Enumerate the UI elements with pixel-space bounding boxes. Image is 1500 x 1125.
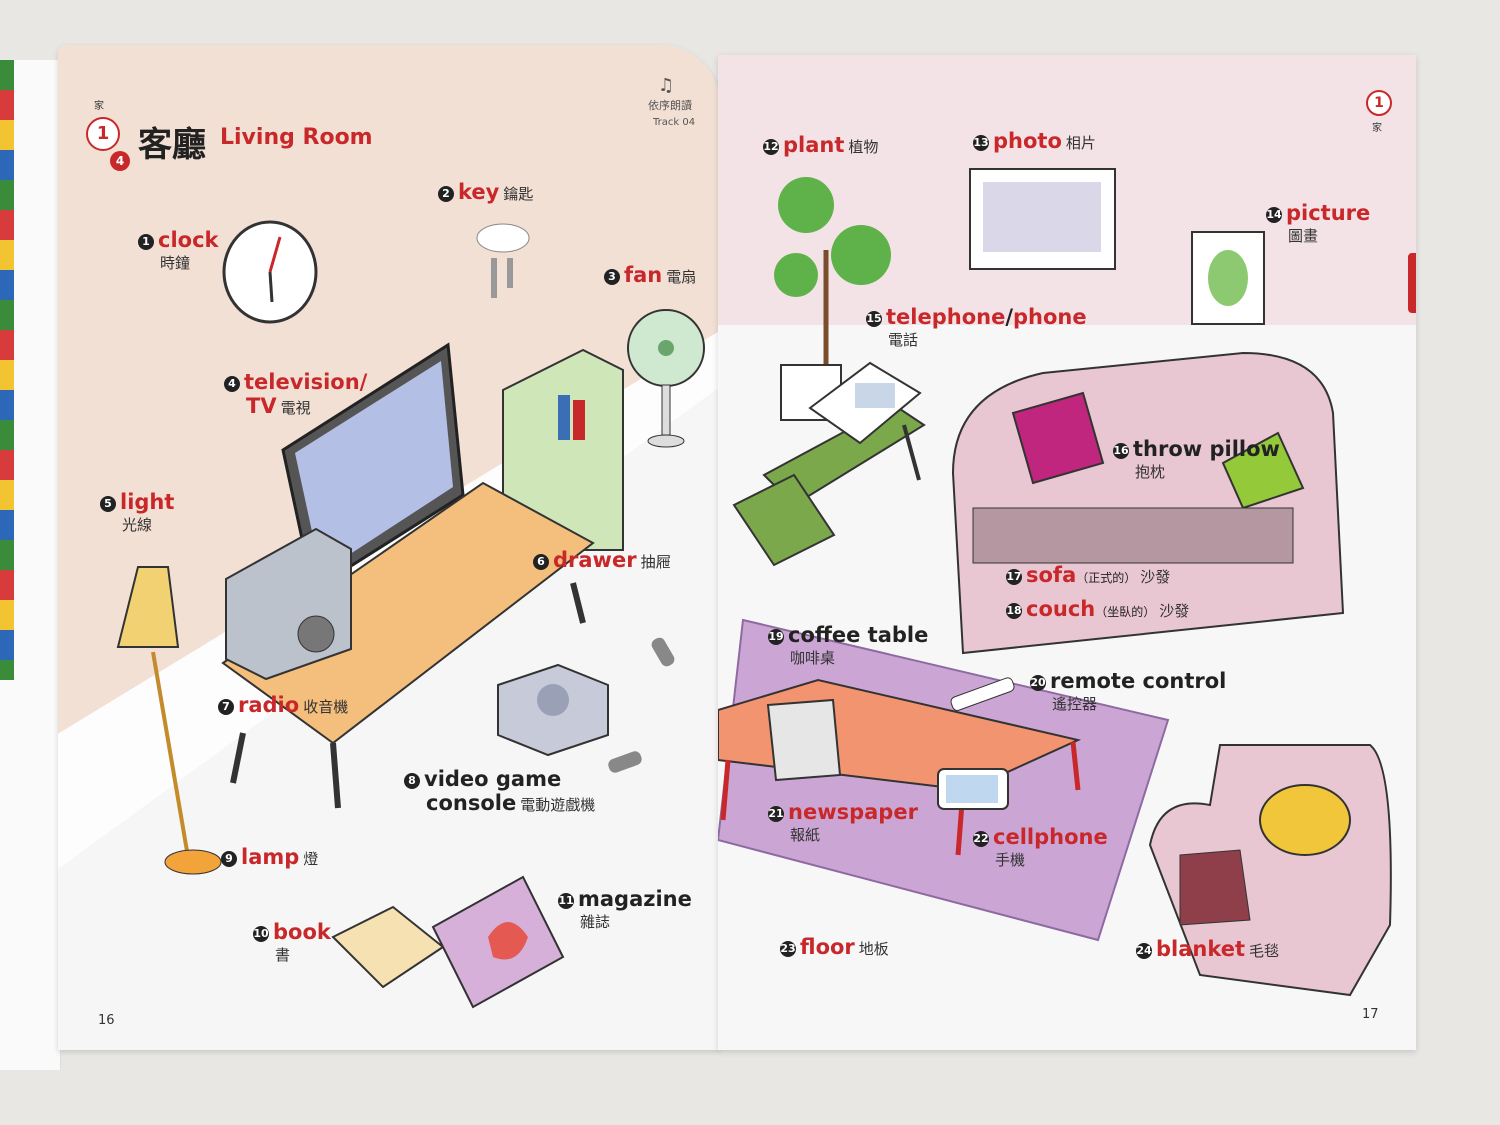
lamp-illustration: [116, 566, 222, 875]
photo-illustration: [969, 168, 1116, 270]
section-number-badge: 4: [110, 151, 130, 171]
page-number-left: 16: [98, 1013, 115, 1028]
page-title-zh: 客廳: [138, 125, 206, 165]
chapter-number-badge-right: 1: [1366, 90, 1392, 116]
armchair-illustration: [1148, 744, 1392, 997]
chapter-tab: [1408, 253, 1416, 313]
plant-illustration: [774, 177, 891, 421]
book-cover-strip: [0, 60, 14, 680]
fan-illustration: [627, 309, 705, 448]
chapter-label: 家: [94, 101, 104, 112]
remote-control-illustration: [950, 677, 1015, 711]
key-illustration: [476, 223, 530, 298]
sofa-illustration: [951, 351, 1345, 655]
magazine-illustration: [431, 875, 565, 1009]
chapter-label-right: 家: [1372, 123, 1382, 134]
adjacent-books: [0, 60, 61, 1070]
audio-label: 依序朗讀: [648, 99, 692, 112]
bookshelf-illustration: [502, 348, 624, 551]
page-number-right: 17: [1362, 1007, 1379, 1022]
tv-stand-illustration: [221, 481, 595, 809]
page-title-en: Living Room: [220, 125, 373, 150]
telephone-illustration: [808, 361, 922, 445]
music-note-icon: ♫: [658, 75, 675, 96]
picture-illustration: [1191, 231, 1265, 325]
radio-illustration: [225, 527, 352, 681]
clock-illustration: [222, 220, 318, 324]
right-page: 1 家: [718, 55, 1416, 1050]
cellphone-illustration: [937, 768, 1009, 810]
left-page: 家 1 4 客廳 Living Room ♫ 依序朗讀 Track 04: [58, 45, 720, 1050]
chapter-number-badge: 1: [86, 117, 120, 151]
track-label: Track 04: [653, 117, 696, 128]
game-console-illustration: [497, 637, 675, 773]
newspaper-illustration: [766, 698, 842, 782]
